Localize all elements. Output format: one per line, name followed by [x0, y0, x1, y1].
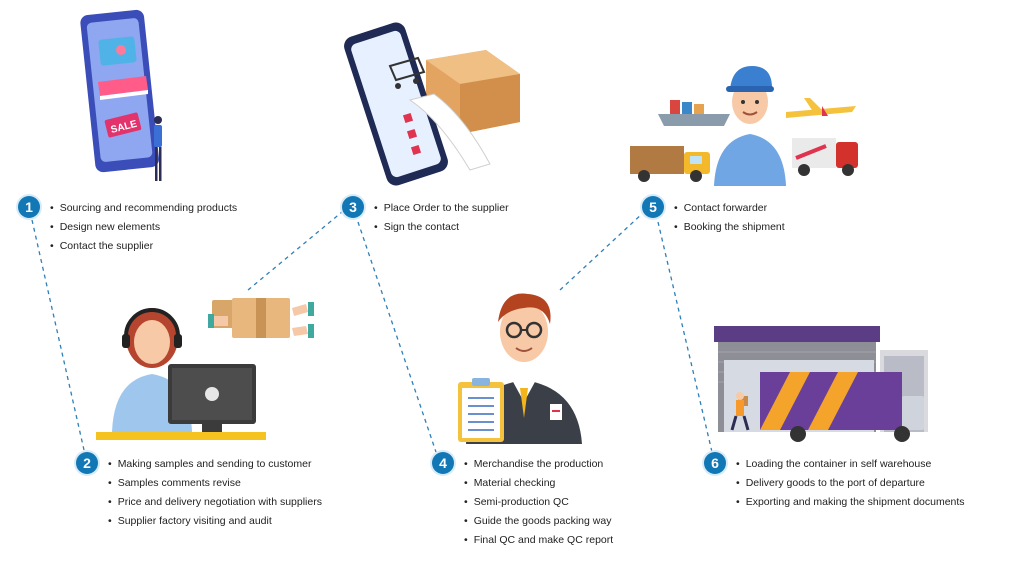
- list-item: Booking the shipment: [674, 220, 785, 239]
- customer-service-agent-icon: [96, 298, 314, 440]
- connector-3-4: [357, 221, 437, 453]
- list-item: Loading the container in self warehouse: [736, 457, 965, 476]
- step-badge-3: 3: [342, 196, 364, 218]
- delivery-worker-transport-icon: [630, 66, 858, 186]
- step-1-list: Sourcing and recommending products Desig…: [50, 201, 237, 258]
- warehouse-truck-icon: [714, 326, 928, 442]
- list-item: Final QC and make QC report: [464, 533, 613, 552]
- connector-4-5: [559, 211, 645, 291]
- quality-inspector-icon: [458, 293, 582, 444]
- online-order-icon: [344, 22, 520, 186]
- step-4-list: Merchandise the production Material chec…: [464, 457, 613, 552]
- step-badge-2: 2: [76, 452, 98, 474]
- list-item: Delivery goods to the port of departure: [736, 476, 965, 495]
- step-2-list: Making samples and sending to customer S…: [108, 457, 322, 533]
- list-item: Contact the supplier: [50, 239, 237, 258]
- connector-5-6: [657, 221, 713, 453]
- step-badge-5: 5: [642, 196, 664, 218]
- step-5-list: Contact forwarder Booking the shipment: [674, 201, 785, 239]
- list-item: Samples comments revise: [108, 476, 322, 495]
- list-item: Exporting and making the shipment docume…: [736, 495, 965, 514]
- list-item: Supplier factory visiting and audit: [108, 514, 322, 533]
- step-badge-1: 1: [18, 196, 40, 218]
- list-item: Price and delivery negotiation with supp…: [108, 495, 322, 514]
- step-3-list: Place Order to the supplier Sign the con…: [374, 201, 509, 239]
- list-item: Design new elements: [50, 220, 237, 239]
- step-6-list: Loading the container in self warehouse …: [736, 457, 965, 514]
- list-item: Merchandise the production: [464, 457, 613, 476]
- list-item: Place Order to the supplier: [374, 201, 509, 220]
- list-item: Sign the contact: [374, 220, 509, 239]
- smartphone-shop-icon: SALE: [80, 9, 162, 181]
- connector-2-3: [247, 211, 343, 291]
- list-item: Material checking: [464, 476, 613, 495]
- list-item: Semi-production QC: [464, 495, 613, 514]
- step-badge-4: 4: [432, 452, 454, 474]
- list-item: Sourcing and recommending products: [50, 201, 237, 220]
- step-badge-6: 6: [704, 452, 726, 474]
- list-item: Guide the goods packing way: [464, 514, 613, 533]
- list-item: Contact forwarder: [674, 201, 785, 220]
- list-item: Making samples and sending to customer: [108, 457, 322, 476]
